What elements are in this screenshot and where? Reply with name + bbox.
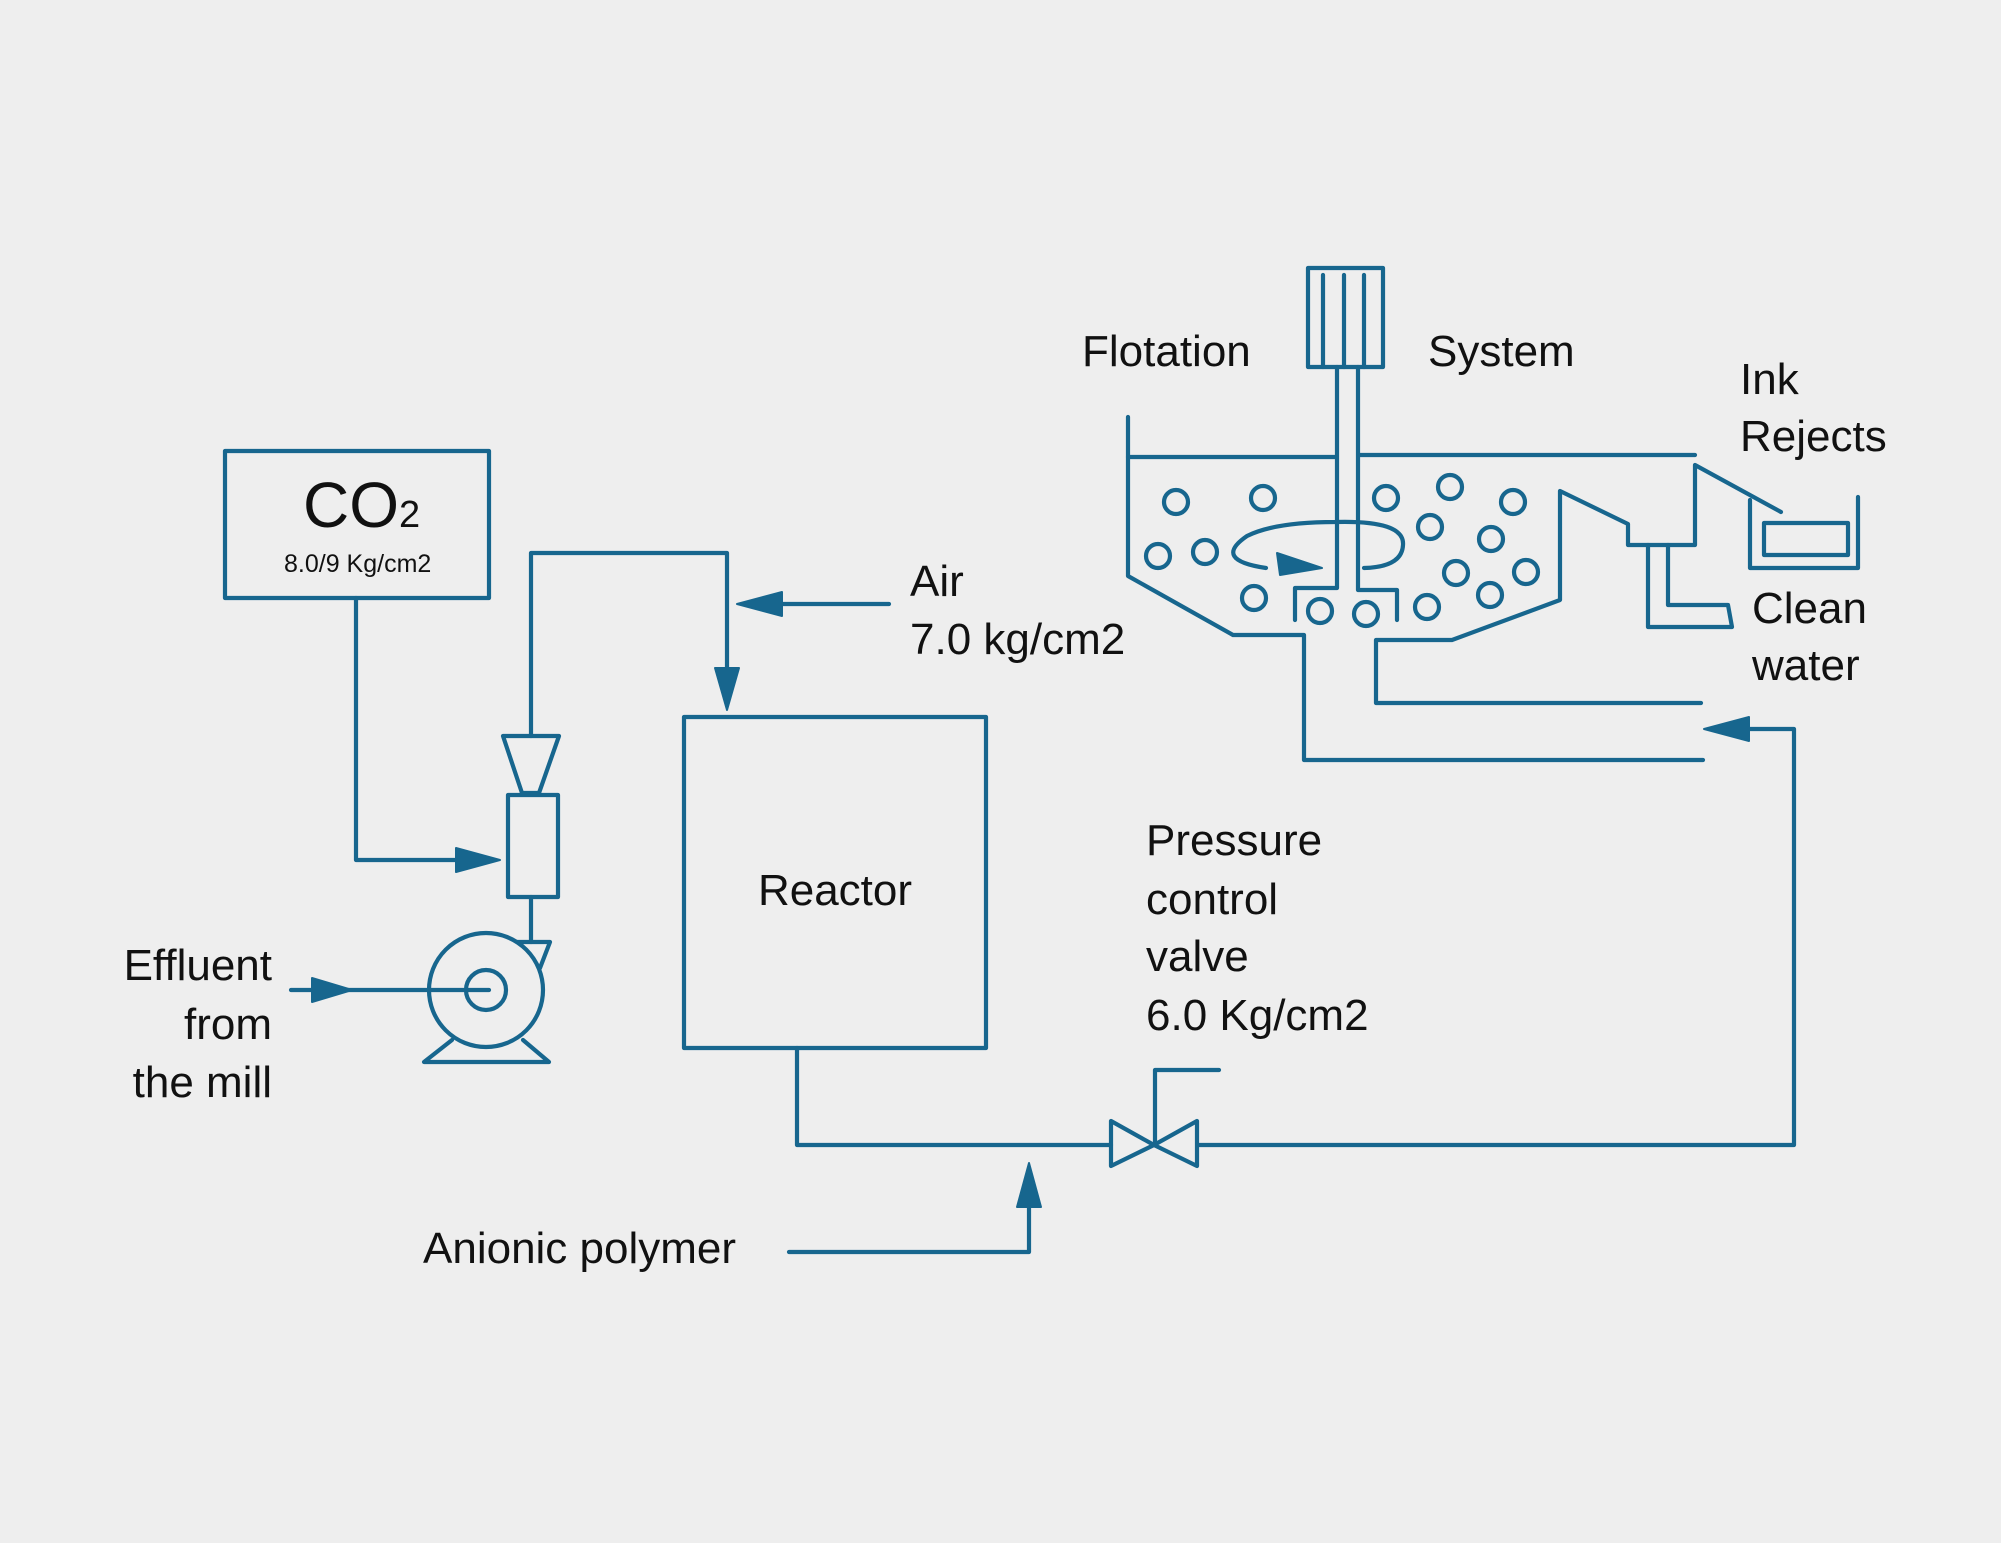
air-bubble-icon (1371, 483, 1401, 513)
effluent-arrow-icon (311, 977, 353, 1003)
effluent-label-3: the mill (133, 1058, 272, 1107)
air-bubble-icon (1248, 483, 1278, 513)
air-bubble-icon (1239, 583, 1269, 613)
air-bubble-icon (1190, 537, 1220, 567)
clean-water-label-1: Clean (1752, 584, 1867, 633)
valve-label-1: Pressure (1146, 816, 1322, 865)
clean-water-outlet (1645, 542, 1735, 630)
co2-pressure: 8.0/9 Kg/cm2 (284, 550, 431, 578)
clean-water-label-2: water (1751, 641, 1860, 690)
ink-rejects-block (1761, 520, 1851, 558)
effluent-label-2: from (184, 1000, 272, 1049)
co2-label: CO2 (303, 469, 420, 541)
air-bubble-icon (1476, 524, 1506, 554)
air-arrow-icon (736, 591, 783, 617)
air-pressure: 7.0 kg/cm2 (910, 615, 1125, 664)
air-bubble-icon (1351, 599, 1381, 629)
air-bubble-icon (1435, 472, 1465, 502)
reactor-label: Reactor (758, 866, 912, 915)
ink-rejects-label-2: Rejects (1740, 412, 1887, 461)
air-bubble-icon (1441, 558, 1471, 588)
valve-label-3: valve (1146, 932, 1249, 981)
centrifugal-pump-icon (421, 894, 553, 1065)
polymer-arrow-icon (1016, 1162, 1042, 1208)
flotation-inlet-arrow-icon (1703, 716, 1750, 742)
air-bubble-icon (1415, 512, 1445, 542)
air-bubble-icon (1143, 541, 1173, 571)
air-bubble-icon (1475, 580, 1505, 610)
swirl-flow-icon (1231, 519, 1406, 576)
reactor-box (681, 714, 989, 1051)
venturi-mixer-icon (500, 733, 562, 900)
valve-label-4: 6.0 Kg/cm2 (1146, 991, 1369, 1040)
co2-subscript: 2 (399, 494, 420, 536)
valve-label-2: control (1146, 875, 1278, 924)
agitator-motor-icon (1292, 265, 1400, 623)
flotation-label-left: Flotation (1082, 327, 1251, 376)
ink-rejects-tray (1747, 494, 1861, 571)
effluent-label-1: Effluent (124, 941, 272, 990)
ink-rejects-label-1: Ink (1740, 355, 1800, 404)
air-bubble-icon (1498, 487, 1528, 517)
air-bubble-icon (1161, 487, 1191, 517)
air-bubble-icon (1511, 557, 1541, 587)
reactor-inlet-arrow-icon (714, 667, 740, 711)
co2-line (353, 595, 473, 863)
control-valve-icon (1108, 1067, 1222, 1169)
air-bubble-icon (1412, 592, 1442, 622)
polymer-label: Anionic polymer (423, 1224, 736, 1273)
polymer-line (786, 1197, 1032, 1255)
flotation-label-right: System (1428, 327, 1575, 376)
return-line (1195, 726, 1797, 1148)
co2-source: CO2 8.0/9 Kg/cm2 (222, 448, 492, 601)
air-bubbles (1143, 472, 1541, 629)
mixer-to-reactor-line (528, 550, 730, 739)
air-bubble-icon (1305, 596, 1335, 626)
reactor-outlet-line (794, 1045, 1114, 1148)
flotation-tank (1125, 414, 1861, 763)
co2-arrow-icon (455, 847, 501, 873)
air-label: Air (910, 557, 964, 606)
